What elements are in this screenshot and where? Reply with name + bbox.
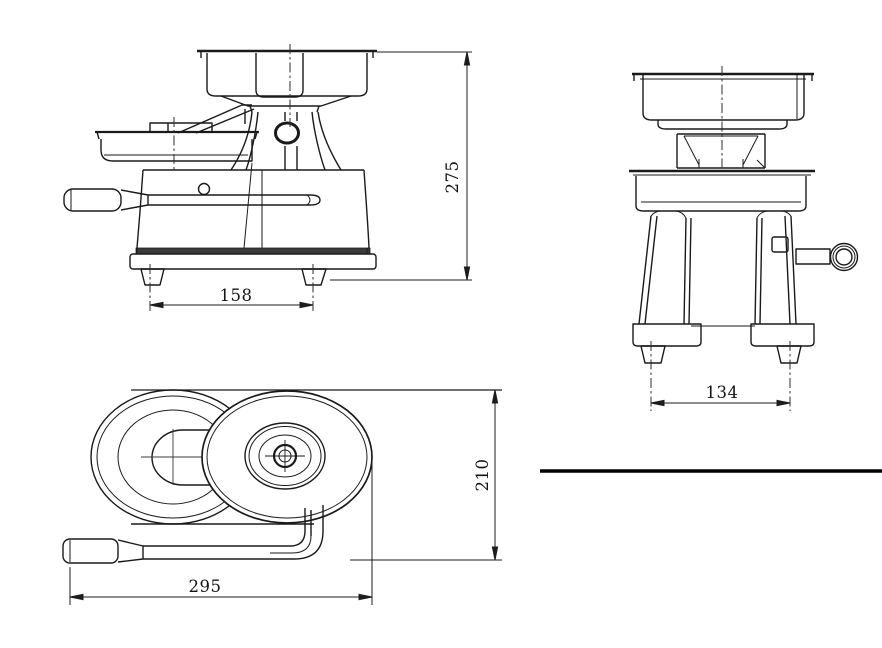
- side-latch: [771, 236, 789, 253]
- side-crank: [771, 236, 859, 272]
- side-hopper: [676, 133, 766, 169]
- front-view: [63, 44, 377, 313]
- dim-top-depth-label: 210: [473, 459, 492, 492]
- front-foot-right: [301, 268, 327, 286]
- top-body-right-lid: [201, 390, 373, 524]
- side-foot-left: [640, 345, 666, 364]
- side-view: [629, 66, 859, 411]
- front-column: [177, 104, 342, 171]
- top-grip: [62, 538, 119, 564]
- side-centerlines: [650, 66, 791, 411]
- dim-top-length-label: 295: [189, 577, 222, 596]
- front-body: [129, 162, 377, 286]
- dim-front-feet-spacing-label: 158: [220, 286, 253, 305]
- base-plate: [129, 253, 377, 270]
- crank-knob: [829, 242, 859, 272]
- dim-front-height: 275: [330, 51, 472, 281]
- front-lid: [197, 49, 377, 113]
- front-tray: [95, 122, 259, 162]
- screw: [197, 182, 211, 196]
- dim-side-feet-spacing-label: 134: [706, 383, 739, 402]
- front-centerlines: [149, 44, 314, 313]
- front-handle: [63, 188, 321, 212]
- dim-front-feet-spacing: 158: [149, 286, 314, 309]
- side-legs: [632, 210, 815, 364]
- side-foot-right: [776, 345, 802, 364]
- crank-arm: [795, 248, 831, 265]
- top-view: [62, 389, 502, 564]
- dim-side-feet-spacing: 134: [650, 383, 791, 407]
- dim-top-depth: 210: [350, 389, 502, 561]
- base-band: [135, 247, 371, 255]
- dim-front-height-label: 275: [443, 161, 462, 194]
- top-handle: [62, 505, 324, 564]
- side-lid: [632, 72, 814, 130]
- dim-top-length: 295: [69, 463, 373, 605]
- front-foot-left: [140, 268, 165, 286]
- pivot-bolt: [274, 121, 300, 145]
- side-band: [629, 169, 815, 212]
